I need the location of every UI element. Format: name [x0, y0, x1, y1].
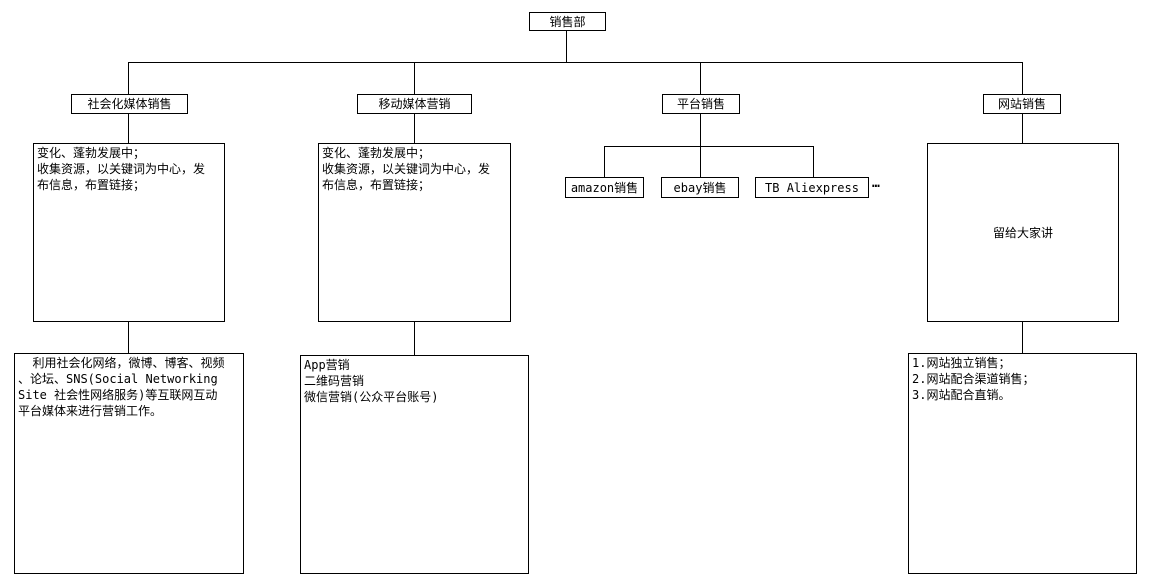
connector-platform-horizontal [604, 146, 814, 147]
connector-drop-website [1022, 63, 1023, 94]
branch-platform-sales-label: 平台销售 [676, 97, 725, 111]
root-node[interactable]: 销售部 [529, 12, 606, 31]
connector-website-detail [1022, 322, 1023, 353]
connector-drop-amazon [604, 147, 605, 177]
more-platforms-ellipsis: … [872, 176, 881, 191]
connector-root-drop [566, 31, 567, 63]
branch-website-sales[interactable]: 网站销售 [983, 94, 1061, 114]
connector-drop-tb [813, 147, 814, 177]
social-detail-node[interactable]: 利用社会化网络，微博、博客、视频 、论坛、SNS(Social Networki… [14, 353, 244, 574]
social-description-node[interactable]: 变化、蓬勃发展中； 收集资源，以关键词为中心，发 布信息，布置链接； [33, 143, 225, 322]
branch-social-media-sales[interactable]: 社会化媒体销售 [71, 94, 188, 114]
connector-drop-ebay [700, 147, 701, 177]
connector-drop-platform [700, 63, 701, 94]
connector-platform-drop [700, 114, 701, 146]
branch-mobile-media-marketing-label: 移动媒体营销 [378, 97, 451, 111]
connector-social-detail [128, 322, 129, 353]
connector-website-description [1022, 114, 1023, 143]
mobile-description-node[interactable]: 变化、蓬勃发展中； 收集资源，以关键词为中心，发 布信息，布置链接； [318, 143, 511, 322]
branch-website-sales-label: 网站销售 [997, 97, 1046, 111]
ebay-sales-node[interactable]: ebay销售 [661, 177, 739, 198]
connector-main-horizontal [128, 62, 1023, 63]
website-note-node[interactable]: 留给大家讲 [927, 143, 1119, 322]
connector-drop-social [128, 63, 129, 94]
mobile-detail-node[interactable]: App营销 二维码营销 微信营销(公众平台账号) [300, 355, 529, 574]
website-detail-node[interactable]: 1.网站独立销售； 2.网站配合渠道销售； 3.网站配合直销。 [908, 353, 1137, 574]
branch-social-media-sales-label: 社会化媒体销售 [87, 97, 172, 111]
branch-platform-sales[interactable]: 平台销售 [662, 94, 740, 114]
root-node-label: 销售部 [549, 14, 586, 29]
website-note-label: 留给大家讲 [992, 225, 1053, 240]
ebay-sales-label: ebay销售 [673, 180, 727, 195]
branch-mobile-media-marketing[interactable]: 移动媒体营销 [357, 94, 472, 114]
amazon-sales-node[interactable]: amazon销售 [565, 177, 644, 198]
tb-aliexpress-node[interactable]: TB Aliexpress [755, 177, 869, 198]
connector-social-description [128, 114, 129, 143]
amazon-sales-label: amazon销售 [570, 180, 639, 195]
connector-mobile-description [414, 114, 415, 143]
connector-drop-mobile [414, 63, 415, 94]
tb-aliexpress-label: TB Aliexpress [765, 180, 859, 195]
connector-mobile-detail [414, 322, 415, 355]
